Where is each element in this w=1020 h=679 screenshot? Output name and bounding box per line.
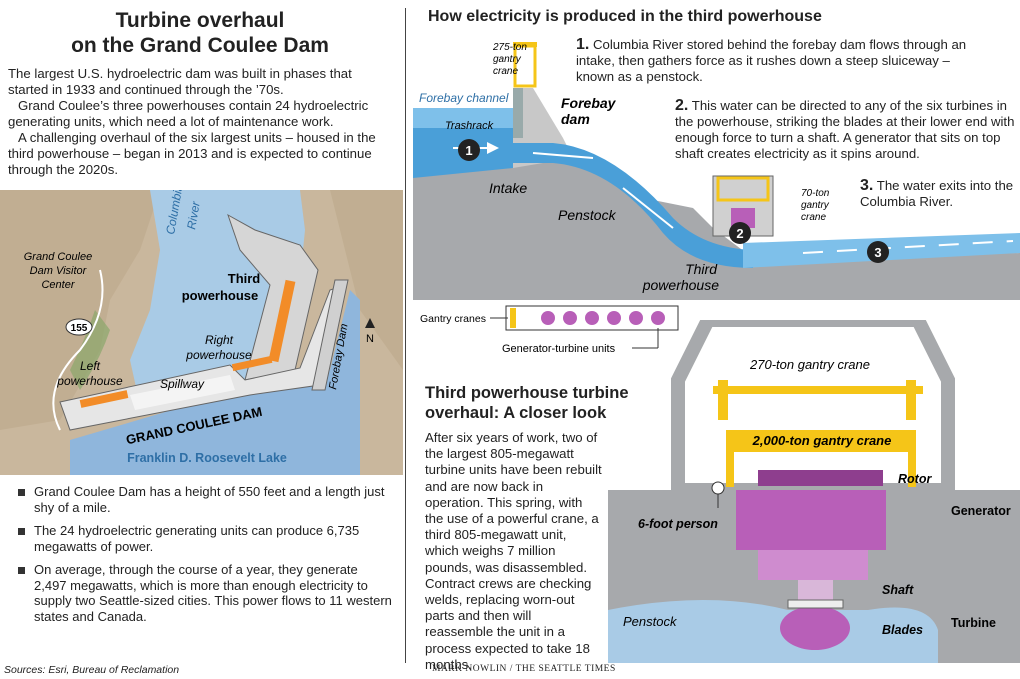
lake-label: Franklin D. Roosevelt Lake <box>127 451 287 465</box>
shaft-label: Shaft <box>882 583 914 597</box>
third-powerhouse-label-1: Third <box>685 261 718 277</box>
third-powerhouse-label-2: powerhouse <box>182 288 259 303</box>
main-title: Turbine overhaul on the Grand Coulee Dam <box>71 9 329 57</box>
visitor-center-label-3: Center <box>41 279 75 291</box>
left-powerhouse-label-1: Left <box>80 359 101 373</box>
crane70-label-3: crane <box>801 212 826 223</box>
route-155-label: 155 <box>71 323 88 334</box>
third-powerhouse-label-1: Third <box>228 271 261 286</box>
intro-text: The largest U.S. hydroelectric dam was b… <box>8 66 376 177</box>
rotor-label: Rotor <box>898 472 932 486</box>
marker-2: 2 <box>736 226 743 241</box>
units-label: Generator-turbine units <box>502 343 616 355</box>
crane70-label-2: gantry <box>801 200 830 211</box>
trashrack-label: Trashrack <box>445 120 494 132</box>
plan-view: Gantry cranes Generator-turbine units <box>420 305 679 355</box>
penstock-label: Penstock <box>623 614 678 629</box>
fact-item: The 24 hydroelectric generating units ca… <box>18 523 393 554</box>
crane2000-label: 2,000-ton gantry crane <box>752 433 892 448</box>
fact-item: Grand Coulee Dam has a height of 550 fee… <box>18 484 393 515</box>
step-2: 2. This water can be directed to any of … <box>675 97 1015 162</box>
visitor-center-label-2: Dam Visitor <box>30 265 88 277</box>
blades-label: Blades <box>882 623 923 637</box>
closer-look-body: After six years of work, two of the larg… <box>425 430 602 672</box>
spillway-label: Spillway <box>160 377 205 391</box>
facts-list: Grand Coulee Dam has a height of 550 fee… <box>18 484 393 632</box>
forebay-dam-label-1: Forebay <box>561 95 617 111</box>
closer-look-title: Third powerhouse turbine overhaul: A clo… <box>425 384 629 422</box>
right-powerhouse-label-2: powerhouse <box>185 348 252 362</box>
right-powerhouse-label-1: Right <box>205 333 234 347</box>
turbine-cross-section: 270-ton gantry crane 2,000-ton gantry cr… <box>608 320 1020 663</box>
process-title: How electricity is produced in the third… <box>428 8 822 25</box>
generator-label: Generator <box>951 504 1011 518</box>
marker-3: 3 <box>874 245 881 260</box>
dam-map: 155 N Columbia River Grand Coulee Dam Vi… <box>0 190 403 475</box>
north-label: N <box>366 333 374 345</box>
gantry-cranes-label: Gantry cranes <box>420 313 486 325</box>
columbia-label-2: River <box>184 200 203 231</box>
crane275-label-1: 275-ton <box>492 42 527 53</box>
penstock-label: Penstock <box>558 207 617 223</box>
third-powerhouse-label-2: powerhouse <box>642 277 719 293</box>
visitor-center-label-1: Grand Coulee <box>24 251 93 263</box>
fact-item: On average, through the course of a year… <box>18 562 393 624</box>
process-diagram: 1 2 3 275-ton gantry crane Forebay chann… <box>413 42 1020 300</box>
credit-line: MARK NOWLIN / THE SEATTLE TIMES <box>432 664 616 674</box>
crane70-label-1: 70-ton <box>801 188 830 199</box>
sources-note: Sources: Esri, Bureau of Reclamation <box>4 664 180 676</box>
turbine-label: Turbine <box>951 616 996 630</box>
crane275-label-2: gantry <box>493 54 522 65</box>
column-divider <box>405 8 406 663</box>
intake-label: Intake <box>489 180 527 196</box>
left-powerhouse-label-2: powerhouse <box>56 374 123 388</box>
forebay-dam-label-2: dam <box>561 111 590 127</box>
forebay-channel-label: Forebay channel <box>419 91 509 105</box>
crane270-label: 270-ton gantry crane <box>749 357 870 372</box>
step-3: 3. The water exits into the Columbia Riv… <box>860 177 1014 210</box>
crane275-label-3: crane <box>493 66 518 77</box>
marker-1: 1 <box>465 143 472 158</box>
person-label: 6-foot person <box>638 517 718 531</box>
step-1: 1. Columbia River stored behind the fore… <box>576 36 967 85</box>
